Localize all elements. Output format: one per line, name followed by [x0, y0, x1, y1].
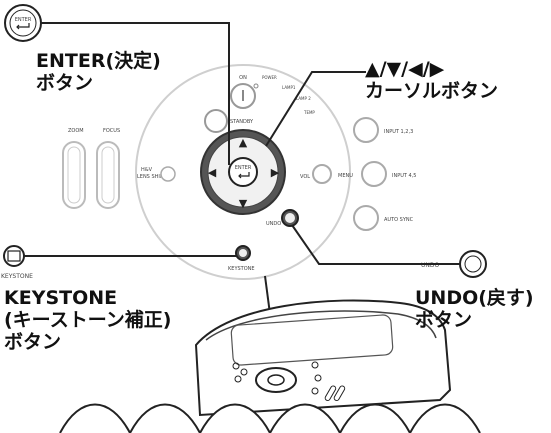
- keystone-callout: KEYSTONE (キーストーン補正) ボタン: [4, 287, 171, 353]
- auto-sync-label: AUTO SYNC: [384, 217, 414, 223]
- left-arrow-icon[interactable]: ◀: [208, 166, 217, 179]
- zoom-label: ZOOM: [68, 128, 84, 134]
- standby-label: STANDBY: [230, 119, 254, 125]
- center-enter-button[interactable]: [228, 157, 258, 187]
- lamp2-indicator-label: LAMP 2: [296, 96, 311, 101]
- cursor-callout-sub: カーソルボタン: [365, 80, 499, 102]
- input-123-button[interactable]: [353, 117, 379, 143]
- keystone-callout-sub2: ボタン: [4, 331, 62, 353]
- standby-button[interactable]: [204, 109, 228, 133]
- center-enter-label: ENTER: [235, 165, 252, 171]
- keystone-callout-caption: KEYSTONE: [1, 273, 33, 280]
- zoom-control[interactable]: [62, 141, 86, 209]
- enter-callout-sub: ボタン: [36, 72, 94, 94]
- control-panel-outline: [135, 64, 351, 280]
- power-indicator-label: POWER: [262, 75, 277, 80]
- lens-shift-label-2: LENS SHIFT: [137, 174, 167, 180]
- input-45-button[interactable]: [361, 161, 387, 187]
- enter-callout-title: ENTER(決定): [36, 50, 161, 72]
- enter-leader-line: [41, 22, 230, 165]
- cursor-leader-line: [265, 71, 366, 147]
- cursor-callout-title: ▲/▼/◀/▶: [365, 58, 445, 80]
- cut-wave-line: [59, 403, 481, 433]
- lens-shift-label-1: H&V: [141, 167, 153, 173]
- menu-label: MENU: [338, 173, 353, 179]
- input-123-label: INPUT 1,2,3: [384, 129, 413, 135]
- down-arrow-icon[interactable]: ▼: [239, 197, 248, 210]
- projector-top-vent: [230, 314, 394, 366]
- keystone-callout-icon: [3, 245, 25, 267]
- undo-callout-caption: UNDO: [421, 262, 440, 269]
- undo-leader-line: [291, 224, 460, 265]
- focus-control[interactable]: [96, 141, 120, 209]
- undo-callout-sub: ボタン: [415, 309, 473, 331]
- enter-callout: ENTER(決定) ボタン: [36, 50, 161, 94]
- undo-callout: UNDO(戻す) ボタン: [415, 287, 534, 331]
- vol-label: VOL: [300, 174, 310, 180]
- on-label: ON: [239, 75, 247, 81]
- focus-label: FOCUS: [103, 128, 120, 134]
- enter-icon-text: ENTER: [15, 17, 32, 23]
- up-arrow-icon[interactable]: ▲: [239, 136, 248, 149]
- keystone-callout-sub1: (キーストーン補正): [4, 309, 172, 331]
- right-arrow-icon[interactable]: ▶: [271, 166, 280, 179]
- auto-sync-button[interactable]: [353, 205, 379, 231]
- undo-callout-title: UNDO(戻す): [415, 287, 534, 309]
- panel-keystone-label: KEYSTONE: [228, 266, 255, 272]
- menu-button[interactable]: [312, 164, 332, 184]
- lamp1-indicator-label: LAMP1: [282, 85, 296, 90]
- keystone-callout-title: KEYSTONE: [4, 287, 118, 309]
- lens-shift-button[interactable]: [160, 166, 176, 182]
- panel-undo-label: UNDO: [266, 221, 281, 227]
- enter-return-icon: [238, 172, 250, 179]
- input-45-label: INPUT 4,5: [392, 173, 417, 179]
- temp-indicator-label: TEMP: [303, 110, 315, 115]
- cursor-callout: ▲/▼/◀/▶ カーソルボタン: [365, 58, 498, 102]
